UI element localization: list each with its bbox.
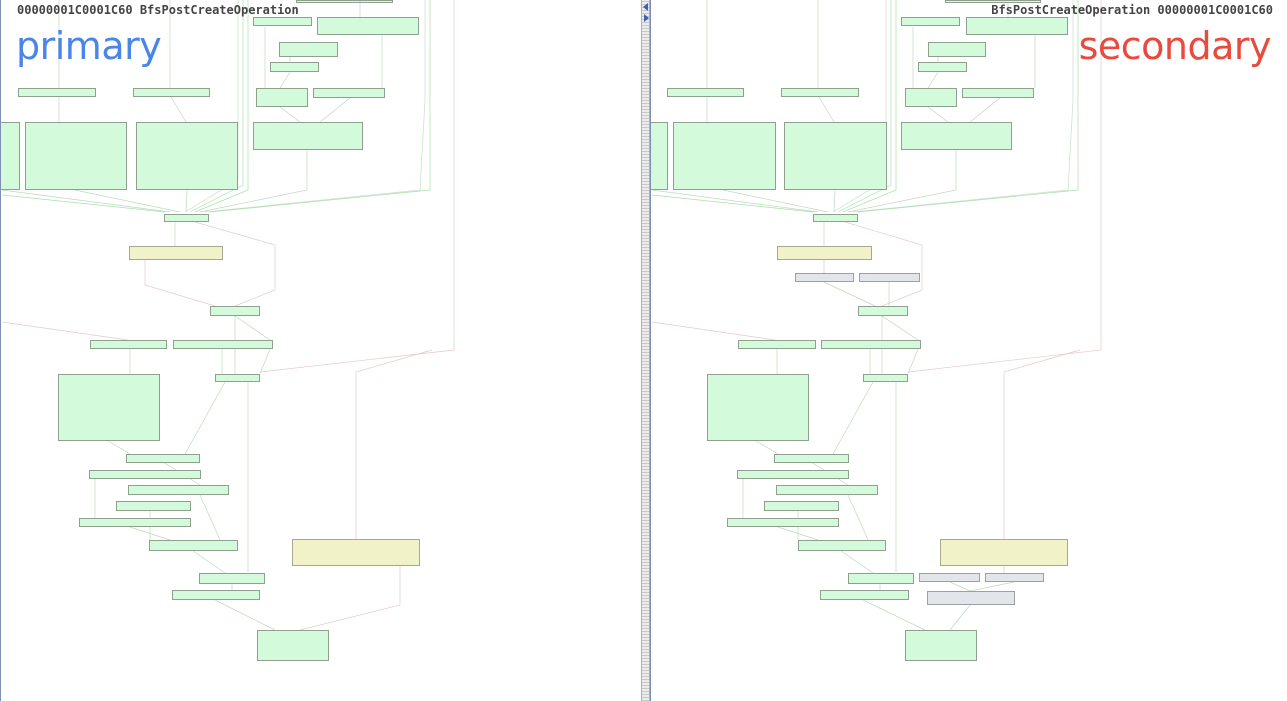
code-block[interactable] <box>650 122 668 190</box>
code-block[interactable] <box>764 501 839 511</box>
code-block[interactable] <box>727 518 839 527</box>
arrow-right-icon[interactable] <box>644 14 649 22</box>
changed-code-block[interactable] <box>129 246 223 260</box>
code-block[interactable] <box>820 590 909 600</box>
code-block[interactable] <box>776 485 878 495</box>
pane-border <box>650 0 651 701</box>
code-block[interactable] <box>79 518 191 527</box>
code-block[interactable] <box>128 485 229 495</box>
unmatched-code-block[interactable] <box>795 273 854 282</box>
code-block[interactable] <box>313 88 385 98</box>
secondary-function-label: BfsPostCreateOperation 00000001C0001C60 <box>991 3 1273 17</box>
code-block[interactable] <box>737 470 849 479</box>
code-block[interactable] <box>962 88 1034 98</box>
code-block[interactable] <box>798 540 886 551</box>
unmatched-code-block[interactable] <box>927 591 1015 605</box>
secondary-side-label: secondary <box>1078 24 1272 68</box>
code-block[interactable] <box>667 88 744 97</box>
code-block[interactable] <box>905 630 977 661</box>
code-block[interactable] <box>215 374 260 382</box>
code-block[interactable] <box>149 540 238 551</box>
code-block[interactable] <box>738 340 816 349</box>
pane-splitter[interactable] <box>641 0 650 701</box>
code-block[interactable] <box>966 17 1068 35</box>
primary-edges <box>1 0 455 631</box>
unmatched-code-block[interactable] <box>919 573 980 582</box>
code-block[interactable] <box>164 214 209 222</box>
unmatched-code-block[interactable] <box>985 573 1044 582</box>
arrow-left-icon[interactable] <box>643 3 648 11</box>
unmatched-code-block[interactable] <box>859 273 920 282</box>
code-block[interactable] <box>58 374 160 441</box>
code-block[interactable] <box>0 122 20 190</box>
code-block[interactable] <box>126 454 200 463</box>
code-block[interactable] <box>253 17 312 26</box>
code-block[interactable] <box>918 62 967 72</box>
code-block[interactable] <box>905 88 957 107</box>
code-block[interactable] <box>673 122 776 190</box>
code-block[interactable] <box>813 214 858 222</box>
code-block[interactable] <box>821 340 921 349</box>
code-block[interactable] <box>136 122 238 190</box>
code-block[interactable] <box>781 88 859 97</box>
primary-function-label: 00000001C0001C60 BfsPostCreateOperation <box>17 3 299 17</box>
secondary-edges <box>651 0 1102 631</box>
primary-side-label: primary <box>16 24 162 68</box>
primary-graph-pane[interactable]: 00000001C0001C60 BfsPostCreateOperation … <box>0 0 641 701</box>
code-block[interactable] <box>863 374 908 382</box>
code-block[interactable] <box>928 42 986 57</box>
code-block[interactable] <box>199 573 265 584</box>
code-block[interactable] <box>172 590 260 600</box>
code-block[interactable] <box>173 340 273 349</box>
code-block[interactable] <box>774 454 849 463</box>
changed-code-block[interactable] <box>777 246 872 260</box>
code-block[interactable] <box>858 306 908 316</box>
changed-code-block[interactable] <box>292 539 420 566</box>
code-block[interactable] <box>279 42 338 57</box>
code-block[interactable] <box>18 88 96 97</box>
code-block[interactable] <box>133 88 210 97</box>
secondary-graph-pane[interactable]: BfsPostCreateOperation 00000001C0001C60 … <box>650 0 1287 701</box>
code-block[interactable] <box>25 122 127 190</box>
code-block[interactable] <box>257 630 329 661</box>
changed-code-block[interactable] <box>940 539 1068 566</box>
code-block[interactable] <box>296 0 393 3</box>
code-block[interactable] <box>270 62 319 72</box>
code-block[interactable] <box>317 17 419 35</box>
code-block[interactable] <box>784 122 887 190</box>
code-block[interactable] <box>848 573 914 584</box>
code-block[interactable] <box>116 501 191 511</box>
code-block[interactable] <box>901 122 1012 150</box>
code-block[interactable] <box>256 88 308 107</box>
code-block[interactable] <box>90 340 167 349</box>
code-block[interactable] <box>89 470 201 479</box>
code-block[interactable] <box>901 17 960 26</box>
pane-border <box>0 0 1 701</box>
code-block[interactable] <box>210 306 260 316</box>
code-block[interactable] <box>707 374 809 441</box>
code-block[interactable] <box>253 122 363 150</box>
code-block[interactable] <box>945 0 1041 3</box>
